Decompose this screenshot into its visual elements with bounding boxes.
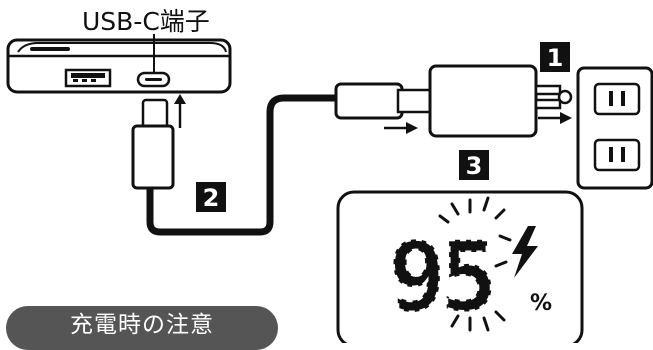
percent-unit: % (530, 291, 552, 316)
arrow-up-icon (174, 94, 186, 128)
svg-text:1: 1 (547, 44, 564, 72)
step-badge-2: 2 (196, 182, 226, 212)
power-bank (6, 38, 232, 94)
svg-text:3: 3 (466, 152, 483, 180)
arrow-right-icon (538, 112, 572, 124)
section-title-pill: 充電時の注意 (6, 306, 278, 350)
section-title: 充電時の注意 (70, 312, 214, 338)
usb-a-plug (334, 82, 432, 120)
usb-c-plug (131, 98, 175, 190)
battery-display: 95 % (336, 190, 584, 343)
battery-percentage-digits: 95 (388, 221, 492, 333)
svg-text:2: 2 (203, 184, 220, 212)
ac-adapter (428, 64, 573, 138)
usb-a-port (64, 68, 112, 88)
usb-cable (146, 94, 346, 236)
blink-rays (438, 196, 506, 332)
wall-outlet (576, 66, 653, 190)
step-badge-1: 1 (540, 42, 570, 72)
arrow-right-icon (384, 122, 418, 134)
step-badge-3: 3 (459, 150, 489, 180)
lightning-bolt-icon (494, 226, 538, 278)
usb-c-port-label: USB-C端子 (82, 7, 210, 36)
usb-c-port (136, 71, 171, 88)
